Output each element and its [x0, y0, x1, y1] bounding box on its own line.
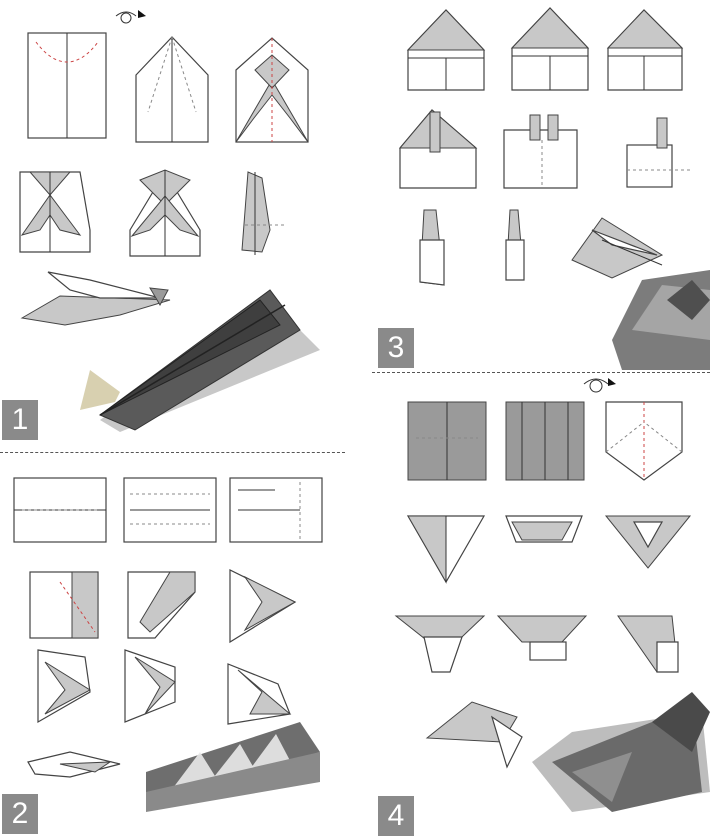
panel-3: 3	[372, 0, 710, 370]
panel-2-diagrams	[0, 452, 345, 836]
panel-2: 2	[0, 452, 345, 836]
step-number-badge: 4	[378, 796, 414, 836]
panel-4-diagrams	[372, 372, 710, 836]
panel-4: 4	[372, 372, 710, 836]
flip-icon	[116, 10, 146, 23]
flip-icon	[584, 378, 616, 392]
panel-3-diagrams	[372, 0, 710, 370]
step-number-badge: 1	[2, 400, 38, 440]
step-number-badge: 3	[378, 328, 414, 368]
panel-1-diagrams	[0, 0, 345, 445]
step-number-badge: 2	[2, 794, 38, 834]
panel-1: 1	[0, 0, 345, 445]
